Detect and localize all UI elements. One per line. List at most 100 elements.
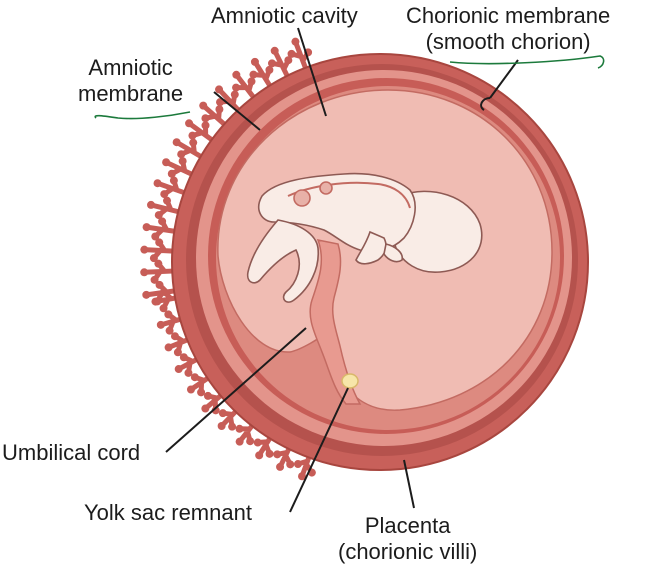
villus-tip [265,65,274,74]
villus-tip [142,290,151,299]
fetus-spine-line [287,181,411,209]
label-amniotic-membrane-line1: Amniotic [88,55,173,80]
label-placenta-line1: Placenta [364,513,451,538]
label-yolk-sac-remnant: Yolk sac remnant [84,500,252,525]
villus-tip [286,460,295,469]
leader-amniotic-membrane [213,91,261,131]
villus-tip [149,254,158,263]
villus-tip [293,460,302,469]
green-underline-amnion [94,111,191,120]
villus-tip [162,158,171,167]
yolk-sac-remnant [341,373,359,389]
leader-chorionic-membrane [489,59,519,99]
villus-tip [173,348,182,357]
leader-yolk-sac [289,387,349,513]
villus-tip [174,365,183,374]
villus-tip [154,259,163,268]
villus-tip [142,223,151,232]
villus-tip [197,388,206,397]
villus-tip [177,150,186,159]
leader-placenta [403,459,415,509]
villus-tip [199,101,208,110]
villus-tip [249,70,258,79]
label-chorionic-membrane: Chorionic membrane (smooth chorion) [406,3,610,55]
villus-tip [247,77,256,86]
villus-tip [270,46,279,55]
fetus-leg [246,219,319,303]
label-umbilical-cord: Umbilical cord [2,440,141,465]
villus-tip [165,326,174,335]
label-chorionic-membrane-line1: Chorionic membrane [406,3,611,28]
villus-tip [232,70,241,79]
villus-tip [158,217,167,226]
villus-tip [298,472,307,481]
leader-chorionic-membrane-hook [480,97,491,111]
villus-tip [250,57,259,66]
label-placenta-line2: (chorionic villi) [338,539,478,564]
villus-tip [164,343,173,352]
villus-tip [185,119,194,128]
green-underline-chorion [449,55,605,69]
villus-tip [217,422,226,431]
villus-tip [163,196,172,205]
villus-tip [140,245,149,254]
villus-tip [201,121,210,130]
villus-tip [167,169,176,178]
villus-tip [189,138,198,147]
villus-tip [186,385,195,394]
villus-tip [190,373,199,382]
villus-tip [253,438,262,447]
villus-tip [147,200,156,209]
villus-tip [170,332,179,341]
leader-amniotic-cavity [297,27,327,117]
villus-tip [150,275,159,284]
villus-tip [188,131,197,140]
villus-tip [155,238,164,247]
villus-tip [184,368,193,377]
villus-tip [267,59,276,68]
villus-tip [153,179,162,188]
villus-tip [246,437,255,446]
villus-tip [151,232,160,241]
villus-tip [218,409,227,418]
villus-tip [211,406,220,415]
villus-tip [255,451,264,460]
villus-tip [230,90,239,99]
villus-tip [276,462,285,471]
villus-tip [140,268,149,277]
villus-tip [159,304,168,313]
label-chorionic-membrane-line2: (smooth chorion) [425,29,591,54]
villus-tip [228,422,237,431]
villus-tip [284,56,293,65]
villus-tip [232,83,241,92]
umbilical-cord [309,239,362,405]
villus-tip [203,391,212,400]
label-placenta: Placenta (chorionic villi) [338,513,477,565]
villus-tip [291,37,300,46]
villus-tip [153,297,162,306]
leader-umbilical-cord [165,327,307,453]
villus-tip [287,49,296,58]
villus-tip [215,85,224,94]
fetus-spine-node [293,189,311,207]
villus-tip [154,211,163,220]
label-amniotic-membrane: Amniotic membrane [78,55,183,107]
villus-tip [179,353,188,362]
villus-tip [235,424,244,433]
villus-tip [201,404,210,413]
villus-tip [156,320,165,329]
label-amniotic-cavity: Amniotic cavity [211,3,358,28]
fetus-spine-node [319,181,333,195]
fetus-hand [383,243,404,263]
villus-tip [169,176,178,185]
chorionic-villi [140,37,316,481]
villus-tip [265,449,274,458]
villus-tip [216,98,225,107]
villus-tip [215,105,224,114]
villus-tip [160,190,169,199]
villus-tip [155,280,164,289]
villus-tip [235,437,244,446]
villus-tip [172,138,181,147]
villus-tip [178,157,187,166]
